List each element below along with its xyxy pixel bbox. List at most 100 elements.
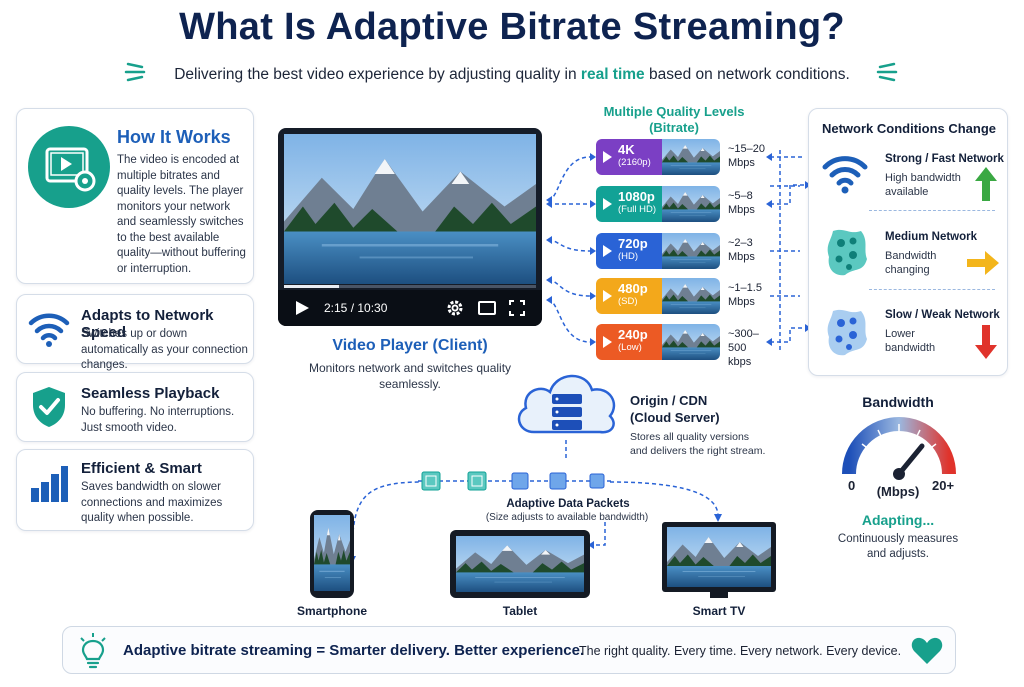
- play-icon: [603, 290, 612, 302]
- quality-bitrate: ~1–1.5 Mbps: [728, 282, 762, 308]
- tv-stand: [710, 592, 728, 598]
- quality-level-row: 4K(2160p) ~15–20 Mbps: [596, 139, 766, 175]
- smart-tv-device: [662, 522, 776, 592]
- player-desc: Monitors network and switches quality se…: [308, 361, 512, 391]
- packet-large: [467, 471, 487, 491]
- how-it-works-title: How It Works: [117, 127, 231, 147]
- packet-large: [421, 471, 441, 491]
- tv-screen-image: [667, 527, 771, 587]
- feature-body: No buffering. No interruptions. Just smo…: [81, 406, 235, 434]
- connector-480p: [547, 279, 591, 297]
- device-label: Smartphone: [296, 604, 367, 618]
- gauge-min: 0: [848, 478, 856, 493]
- play-icon: [603, 198, 612, 210]
- bandwidth-title: Bandwidth: [862, 394, 934, 410]
- smartphone-device: [310, 510, 354, 598]
- divider: [869, 210, 995, 211]
- cdn-title: Origin / CDN (Cloud Server): [630, 393, 720, 425]
- quality-bitrate: ~5–8 Mbps: [728, 190, 755, 216]
- player-controls: 2:15 / 10:30: [278, 290, 542, 326]
- feature-card-efficient: Efficient & Smart Saves bandwidth on slo…: [16, 449, 254, 531]
- progress-track[interactable]: [284, 285, 536, 288]
- subtitle-highlight: real time: [580, 66, 645, 83]
- packets-title: Adaptive Data Packets: [506, 498, 630, 510]
- connector-720p: [547, 239, 591, 252]
- video-player[interactable]: 2:15 / 10:30: [278, 128, 542, 326]
- player-label: Video Player (Client): [332, 337, 488, 354]
- connector-tablet: [592, 522, 606, 546]
- packet-small: [589, 473, 605, 489]
- progress-fill: [284, 285, 340, 288]
- play-icon: [603, 245, 612, 257]
- shield-check-icon: [33, 387, 65, 427]
- network-conditions-panel: Network Conditions Change Strong / Fast …: [808, 108, 1008, 376]
- arrow-right-icon: [967, 251, 999, 275]
- bandwidth-gauge: [842, 417, 956, 480]
- arrow-down-icon: [975, 325, 997, 359]
- quality-badge: 480p(SD): [596, 278, 662, 314]
- network-item-title: Slow / Weak Network: [885, 309, 1000, 321]
- play-icon: [603, 151, 612, 163]
- connector-240p: [547, 299, 591, 343]
- tablet-device: [450, 530, 590, 598]
- feature-card-network-speed: Adapts to Network Speed Switches up or d…: [16, 294, 254, 371]
- quality-bitrate: ~300– 500 kbps: [728, 328, 759, 368]
- quality-badge: 4K(2160p): [596, 139, 662, 175]
- quality-badge: 240p(Low): [596, 324, 662, 360]
- bandwidth-desc: Continuously measures and adjusts.: [837, 533, 959, 560]
- gauge-unit: (Mbps): [876, 484, 920, 499]
- quality-bitrate: ~15–20 Mbps: [728, 143, 766, 169]
- bar-chart-icon: [31, 466, 68, 502]
- summary-tagline: The right quality. Every time. Every net…: [579, 644, 902, 658]
- quality-bitrate: ~2–3 Mbps: [728, 237, 755, 263]
- fullscreen-icon[interactable]: [508, 299, 526, 317]
- sparkle-right-icon: [876, 62, 898, 82]
- connector-net-3: [770, 327, 805, 343]
- summary-main: Adaptive bitrate streaming = Smarter del…: [123, 642, 585, 659]
- connector-4k: [547, 156, 591, 201]
- lightbulb-icon: [80, 633, 106, 669]
- cloud-server-icon: [517, 374, 616, 434]
- arrow-up-icon: [975, 167, 997, 201]
- quality-level-row: 480p(SD) ~1–1.5 Mbps: [596, 278, 766, 314]
- sparkle-left-icon: [124, 62, 146, 82]
- network-item-title: Strong / Fast Network: [885, 153, 1004, 165]
- feature-title: Adapts to Network Speed: [81, 307, 214, 341]
- connector-tv: [609, 481, 719, 517]
- feature-card-seamless-playback: Seamless Playback No buffering. No inter…: [16, 372, 254, 442]
- gauge-max: 20+: [932, 478, 955, 493]
- feature-body: Saves bandwidth on slower connections an…: [81, 481, 223, 524]
- gear-icon[interactable]: [446, 299, 464, 317]
- connector-smartphone: [351, 481, 423, 561]
- heart-icon: [911, 637, 943, 664]
- smartphone-screen-image: [314, 515, 350, 591]
- video-settings-icon: [28, 126, 110, 208]
- play-icon: [603, 336, 612, 348]
- how-it-works-card: How It Works The video is encoded at mul…: [16, 108, 254, 284]
- network-title: Network Conditions Change: [821, 121, 997, 136]
- cdn-desc: Stores all quality versions and delivers…: [630, 431, 766, 457]
- wifi-strong-icon: [822, 156, 868, 194]
- quality-level-row: 720p(HD)~2–3 Mbps: [596, 233, 766, 269]
- page-title: What Is Adaptive Bitrate Streaming?: [179, 6, 845, 48]
- device-label: Tablet: [502, 604, 538, 618]
- data-packets: [418, 471, 614, 491]
- packet-medium: [511, 472, 529, 490]
- play-icon[interactable]: [294, 300, 310, 316]
- summary-bar: Adaptive bitrate streaming = Smarter del…: [62, 626, 956, 674]
- theater-mode-icon[interactable]: [478, 300, 496, 316]
- quality-level-row: 1080p(Full HD)~5–8 Mbps: [596, 186, 766, 222]
- quality-title: Multiple Quality Levels (Bitrate): [603, 104, 745, 135]
- network-medium-icon: [827, 229, 867, 276]
- gauge-needle: [896, 443, 925, 477]
- network-item-desc: Bandwidth changing: [885, 250, 937, 276]
- network-weak-icon: [827, 309, 867, 356]
- network-item-desc: Lower bandwidth: [885, 328, 936, 354]
- packets-subtitle: (Size adjusts to available bandwidth): [485, 512, 649, 523]
- wifi-icon: [28, 313, 70, 347]
- connector-net-2: [770, 184, 805, 205]
- bandwidth-status: Adapting...: [861, 512, 935, 528]
- tablet-screen-image: [456, 536, 584, 592]
- packet-medium: [549, 472, 567, 490]
- feature-title: Seamless Playback: [81, 385, 220, 402]
